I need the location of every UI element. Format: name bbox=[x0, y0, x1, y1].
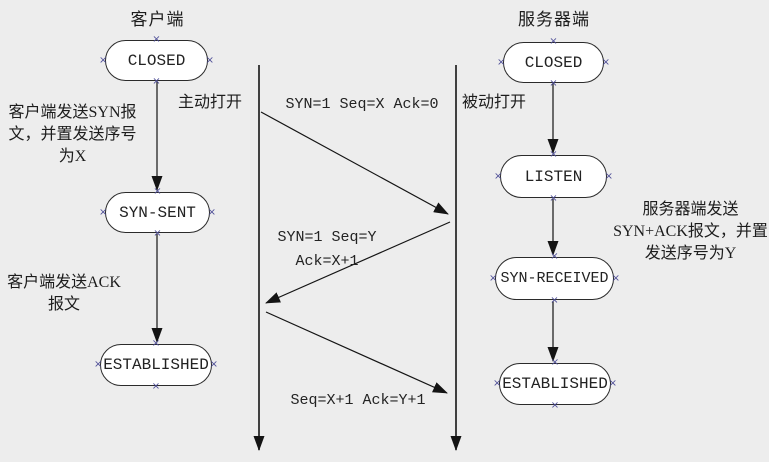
connection-point-icon bbox=[152, 340, 160, 348]
connection-point-icon bbox=[551, 359, 559, 367]
state-label: ESTABLISHED bbox=[103, 356, 209, 374]
client-syn-note: 客户端发送SYN报 文，并置发送序号 为X bbox=[0, 102, 145, 168]
connection-point-icon bbox=[549, 80, 557, 88]
note-line: 客户端发送SYN报 bbox=[8, 104, 137, 121]
state-label: CLOSED bbox=[127, 51, 186, 70]
synack-message-line: SYN=1 Seq=Y bbox=[277, 229, 377, 246]
connection-point-icon bbox=[94, 361, 102, 369]
syn-message-arrow[interactable] bbox=[260, 111, 449, 215]
client-title: 客户端 bbox=[130, 10, 185, 29]
ack-message-arrow[interactable] bbox=[265, 311, 448, 394]
server-state-closed[interactable]: CLOSED bbox=[503, 42, 604, 83]
state-label: ESTABLISHED bbox=[502, 375, 608, 393]
connection-point-icon bbox=[612, 275, 620, 283]
server-title: 服务器端 bbox=[518, 10, 590, 29]
connection-point-icon bbox=[206, 57, 214, 65]
server-synack-note: 服务器端发送 SYN+ACK报文，并置 发送序号为Y bbox=[612, 199, 769, 265]
connection-point-icon bbox=[549, 151, 557, 159]
connection-point-icon bbox=[550, 253, 558, 261]
state-label: LISTEN bbox=[524, 167, 583, 186]
note-line: 报文 bbox=[47, 296, 80, 313]
synack-message-arrow[interactable] bbox=[265, 221, 451, 304]
connection-point-icon bbox=[605, 173, 613, 181]
connection-point-icon bbox=[550, 297, 558, 305]
syn-message-label: SYN=1 Seq=X Ack=0 bbox=[285, 96, 439, 113]
connection-point-icon bbox=[551, 402, 559, 410]
note-line: 服务器端发送 bbox=[642, 201, 739, 218]
connection-point-icon bbox=[153, 188, 161, 196]
connection-point-icon bbox=[208, 209, 216, 217]
connection-point-icon bbox=[609, 380, 617, 388]
connection-point-icon bbox=[493, 380, 501, 388]
synack-message-line: Ack=X+1 bbox=[295, 253, 359, 270]
connection-point-icon bbox=[152, 36, 160, 44]
note-line: 文，并置发送序号 bbox=[8, 126, 137, 143]
connection-point-icon bbox=[152, 78, 160, 86]
state-label: SYN-SENT bbox=[119, 203, 196, 222]
connection-point-icon bbox=[497, 59, 505, 67]
ack-message-label: Seq=X+1 Ack=Y+1 bbox=[290, 392, 426, 409]
connection-point-icon bbox=[99, 57, 107, 65]
passive-open-label: 被动打开 bbox=[462, 94, 527, 111]
connection-point-icon bbox=[153, 230, 161, 238]
connection-point-icon bbox=[549, 38, 557, 46]
connection-point-icon bbox=[549, 195, 557, 203]
note-line: 客户端发送ACK bbox=[7, 274, 121, 291]
note-line: SYN+ACK报文，并置 bbox=[613, 223, 768, 240]
client-state-established[interactable]: ESTABLISHED bbox=[100, 344, 212, 386]
state-label: CLOSED bbox=[524, 53, 583, 72]
server-state-listen[interactable]: LISTEN bbox=[500, 155, 607, 198]
client-state-closed[interactable]: CLOSED bbox=[105, 40, 208, 81]
connection-point-icon bbox=[210, 361, 218, 369]
synack-message-label: SYN=1 Seq=Y Ack=X+1 bbox=[277, 226, 377, 274]
client-ack-note: 客户端发送ACK 报文 bbox=[5, 272, 123, 316]
note-line: 发送序号为Y bbox=[644, 245, 737, 262]
server-state-established[interactable]: ESTABLISHED bbox=[499, 363, 611, 405]
client-state-syn-sent[interactable]: SYN-SENT bbox=[105, 192, 210, 233]
connection-point-icon bbox=[494, 173, 502, 181]
note-line: 为X bbox=[58, 148, 87, 165]
active-open-label: 主动打开 bbox=[178, 94, 243, 111]
connection-point-icon bbox=[602, 59, 610, 67]
connection-point-icon bbox=[489, 275, 497, 283]
state-label: SYN-RECEIVED bbox=[500, 270, 609, 287]
connection-point-icon bbox=[152, 383, 160, 391]
connection-point-icon bbox=[99, 209, 107, 217]
server-state-syn-received[interactable]: SYN-RECEIVED bbox=[495, 257, 614, 300]
